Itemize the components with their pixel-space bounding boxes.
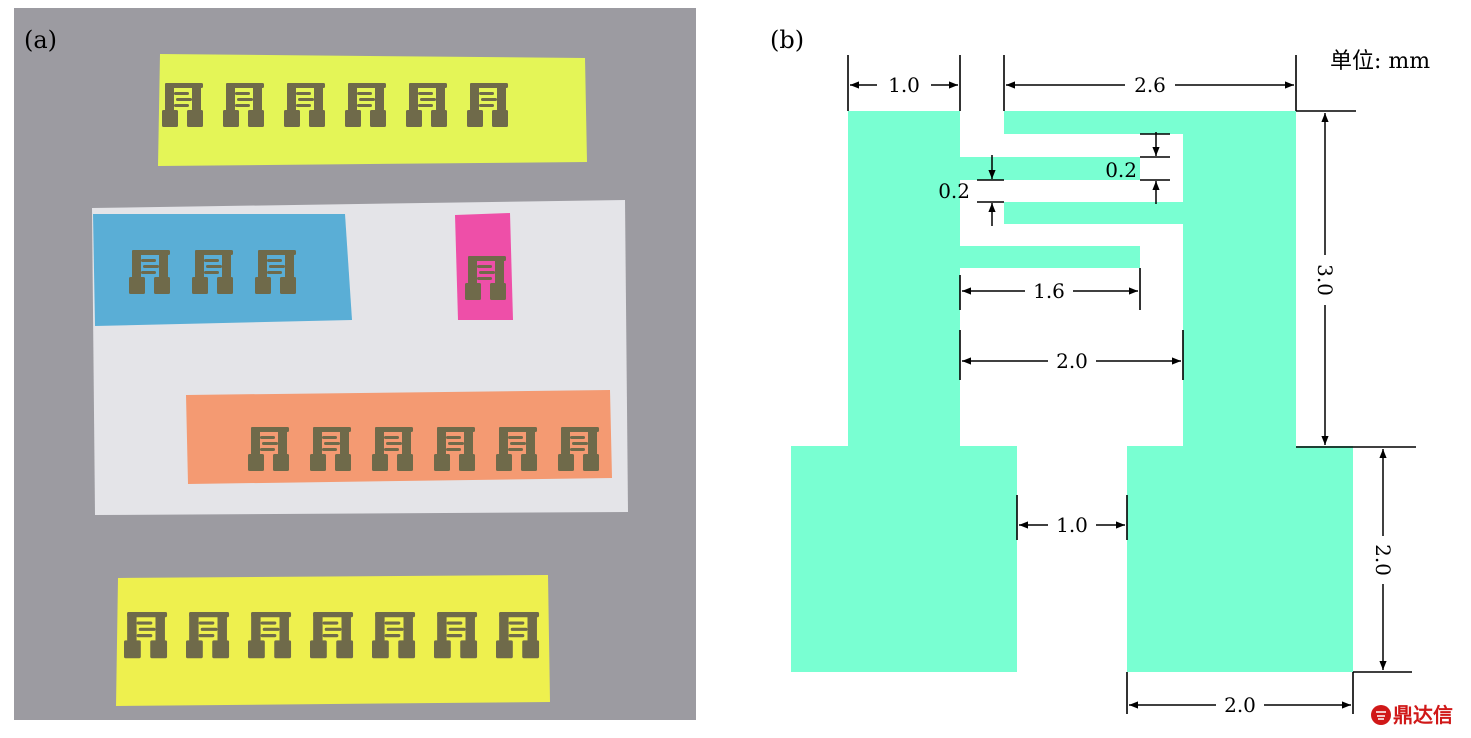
printed-electrode	[284, 83, 325, 127]
dim-inner-finger: 1.6	[962, 279, 1138, 303]
dim-top-right: 2.6	[1006, 73, 1294, 97]
printed-electrode	[223, 83, 264, 127]
printed-electrode	[248, 427, 289, 471]
printed-electrode	[372, 427, 413, 471]
dim-arm-height: 3.0	[1313, 113, 1337, 445]
printed-electrode	[465, 256, 506, 300]
printed-electrode	[248, 612, 292, 659]
watermark-logo: 鼎达信	[1371, 703, 1453, 727]
photo-panel: (a)	[14, 8, 696, 720]
dim-inner-gap: 2.0	[962, 349, 1181, 373]
printed-electrode	[372, 612, 416, 659]
svg-text:1.0: 1.0	[1056, 513, 1088, 537]
panel-b-label: (b)	[770, 26, 804, 54]
svg-text:鼎达信: 鼎达信	[1393, 703, 1453, 727]
svg-text:2.6: 2.6	[1134, 73, 1166, 97]
extension-lines	[847, 55, 1416, 714]
yellow-strip-bottom	[116, 575, 550, 706]
unit-label: 单位: mm	[1330, 49, 1430, 74]
printed-electrode	[186, 612, 230, 659]
svg-text:2.0: 2.0	[1224, 693, 1256, 717]
dim-top-left: 1.0	[850, 73, 958, 97]
dim-finger-gap: 0.2	[938, 155, 996, 226]
printed-electrode	[434, 612, 478, 659]
watermark-icon	[1371, 705, 1391, 725]
electrode-drawing: (b) 单位: mm	[770, 26, 1453, 727]
yellow-strip-top	[158, 54, 587, 166]
left-finger-top	[960, 157, 1140, 180]
svg-text:2.0: 2.0	[1056, 349, 1088, 373]
svg-text:3.0: 3.0	[1313, 264, 1337, 296]
printed-electrode	[310, 427, 351, 471]
svg-text:1.6: 1.6	[1033, 279, 1065, 303]
printed-electrode	[129, 250, 170, 294]
printed-electrode	[406, 83, 447, 127]
orange-strip	[186, 390, 612, 484]
printed-electrode	[558, 427, 599, 471]
pink-strip	[455, 213, 513, 320]
printed-electrode	[434, 427, 475, 471]
right-finger	[1004, 202, 1183, 224]
left-arm	[848, 111, 960, 447]
right-pad	[1127, 446, 1353, 672]
printed-electrode	[345, 83, 386, 127]
printed-electrode	[496, 427, 537, 471]
printed-electrode	[467, 83, 508, 127]
svg-text:1.0: 1.0	[888, 73, 920, 97]
blue-strip	[93, 214, 352, 326]
strips-group	[93, 54, 612, 706]
svg-text:0.2: 0.2	[938, 179, 970, 203]
printed-electrode	[255, 250, 296, 294]
svg-text:0.2: 0.2	[1105, 158, 1137, 182]
left-finger-bottom	[960, 246, 1140, 268]
left-pad	[791, 446, 1017, 672]
printed-electrode	[162, 83, 203, 127]
panel-a-label: (a)	[24, 26, 57, 54]
svg-text:2.0: 2.0	[1371, 544, 1395, 576]
right-arm	[1183, 111, 1296, 447]
printed-electrode	[310, 612, 354, 659]
dim-pad-height: 2.0	[1371, 449, 1395, 670]
dim-finger-width: 0.2	[1105, 132, 1160, 204]
electrode-shape	[791, 111, 1353, 672]
dim-pad-width: 2.0	[1129, 693, 1351, 717]
printed-electrode	[192, 250, 233, 294]
printed-electrode	[124, 612, 168, 659]
dim-pad-gap: 1.0	[1019, 513, 1125, 537]
printed-electrode	[496, 612, 540, 659]
